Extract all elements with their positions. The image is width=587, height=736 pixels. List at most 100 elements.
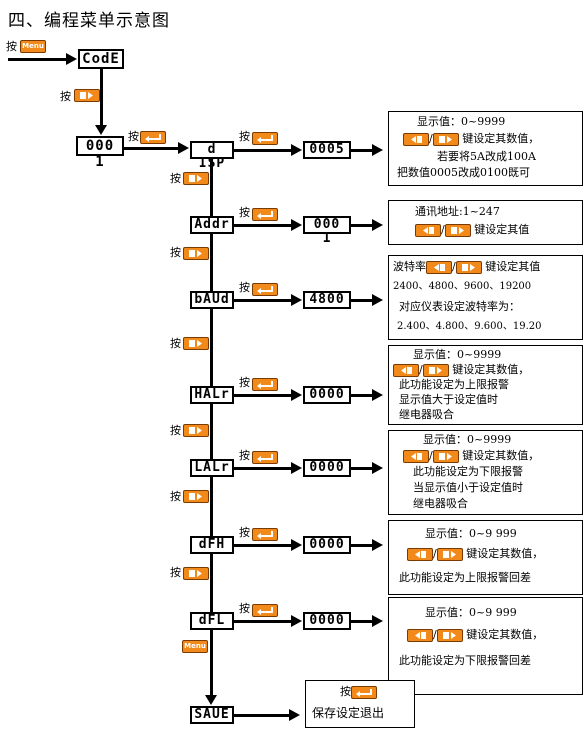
menu-key-icon: Menu [20,40,46,53]
press-label: 按 [170,566,181,579]
baud-desc-arrow [372,294,383,306]
press-label: 按 [239,449,250,462]
node-addr: Addr [190,216,234,234]
desc-text: 把数值0005改成0100既可 [397,166,530,179]
desc-text: 2.400、4.800、9.600、19.20 [397,321,542,332]
lalr-desc-line [351,467,375,470]
pwd-right-line [124,147,180,150]
up-key-icon [407,547,433,561]
press-label: 按 [239,602,250,615]
desc-lalr: 显示值：0~9999 / 键设定其数值， 此功能设定为下限报警 当显示值小于设定… [388,430,583,515]
dfh-desc-line [351,544,375,547]
shift-key-icon [74,89,100,102]
dfl-desc-arrow [372,615,383,627]
desc-text: 此功能设定为下限报警 [413,465,523,478]
addr-right-arrow [291,219,302,231]
press-label: 按 [340,685,351,698]
dfl-right-arrow [291,615,302,627]
up-key-icon [403,449,429,463]
halr-right-arrow [291,389,302,401]
desc-text: 此功能设定为上限报警 [399,378,509,391]
node-baud: bAUd [190,291,234,309]
desc-text: 显示值大于设定值时 [399,393,498,406]
node-lalr-value: 0000 [303,459,351,477]
desc-text: 键设定其值 [474,223,530,236]
save-down-arrow [205,695,217,705]
entry-arrow [66,53,77,65]
enter-key-icon [252,132,278,145]
node-disp-value: 0005 [303,141,351,159]
shift-key-icon [183,247,209,260]
press-label: 按 [239,130,250,143]
shift-key-icon [183,424,209,437]
press-label: 按 [239,526,250,539]
code-down-arrow [95,125,107,135]
desc-text: 保存设定退出 [312,706,385,720]
press-label: 按 [128,130,139,143]
desc-halr: 显示值：0~9999 / 键设定其数值， 此功能设定为上限报警 显示值大于设定值… [388,345,583,425]
desc-text: 键设定其数值， [452,363,530,376]
menu-key-text: Menu [22,42,44,50]
desc-text: 此功能设定为下限报警回差 [399,654,531,667]
menu-key-icon: Menu [182,640,208,653]
desc-disp: 显示值：0~9999 / 键设定其数值， 若要将5A改成100A 把数值0005… [388,111,583,186]
desc-baud: 波特率/ 键设定其值 2400、4800、9600、19200 对应仪表设定波特… [388,255,583,340]
save-right-line [234,714,292,717]
up-key-icon [415,223,441,237]
up-key-icon [403,132,429,146]
shift-key-icon [422,363,449,377]
code-down-line [100,69,103,127]
press-label: 按 [170,337,181,350]
desc-text: 显示值：0~9999 [423,433,512,446]
shift-key-icon [444,223,471,237]
desc-keys: / 键设定其数值， [403,132,539,146]
desc-text: 键设定其数值， [462,449,540,462]
main-spine-line [210,157,213,697]
enter-key-icon [140,131,166,144]
shift-key-icon [183,337,209,350]
desc-text: 键设定其数值， [466,547,544,560]
enter-key-icon [252,528,278,541]
desc-keys: / 键设定其值 [415,223,529,237]
desc-save: 按 保存设定退出 [305,680,415,728]
addr-right-line [234,224,294,227]
press-label: 按 [239,281,250,294]
node-disp: d ISP [190,141,234,171]
shift-key-icon [183,567,209,580]
desc-text: 若要将5A改成100A [437,150,536,163]
node-addr-value: 000 1 [303,216,351,246]
shift-key-icon [436,628,463,642]
up-key-icon [407,628,433,642]
halr-desc-line [351,394,375,397]
node-password: 000 1 [76,136,124,170]
lalr-desc-arrow [372,462,383,474]
desc-keys: / 键设定其数值， [407,547,543,561]
press-label: 按 [60,90,71,103]
entry-line [8,58,70,61]
enter-key-icon [252,283,278,296]
desc-text: 键设定其数值， [466,628,544,641]
press-label: 按 [170,490,181,503]
press-label: 按 [170,246,181,259]
enter-key-icon [351,685,377,699]
press-label: 按 [6,40,17,53]
desc-keys: 波特率/ 键设定其值 [393,260,541,274]
desc-text: 继电器吸合 [413,497,468,510]
shift-key-icon [455,260,482,274]
lalr-right-line [234,467,294,470]
desc-text: 显示值：0~9 999 [425,606,517,619]
up-key-icon [426,260,452,274]
desc-text: 键设定其值 [485,260,541,273]
node-code: CodE [78,49,124,69]
disp-right-line [234,149,294,152]
node-baud-value: 4800 [303,291,351,309]
halr-desc-arrow [372,389,383,401]
baud-right-arrow [291,294,302,306]
dfl-desc-line [351,620,375,623]
press-label: 按 [239,206,250,219]
desc-text: 继电器吸合 [399,408,454,421]
node-dfh: dFH [190,536,234,554]
disp-desc-line [351,149,375,152]
desc-text: 显示值：0~9 999 [425,527,517,540]
desc-text: 此功能设定为上限报警回差 [399,571,531,584]
